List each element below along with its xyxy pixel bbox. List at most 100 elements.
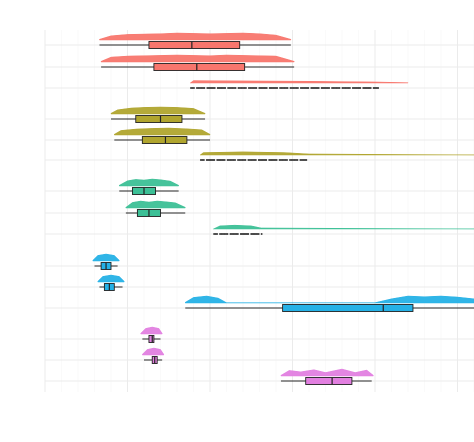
point-g0-r2 xyxy=(306,87,308,89)
point-g0-r2 xyxy=(227,87,229,89)
point-g1-r2 xyxy=(237,159,239,161)
point-g1-r2 xyxy=(238,159,241,161)
point-g0-r2 xyxy=(251,87,253,89)
point-g1-r2 xyxy=(222,159,224,161)
point-g1-r2 xyxy=(259,159,262,161)
point-g0-r2 xyxy=(343,87,345,89)
point-g0-r2 xyxy=(355,87,357,89)
point-g1-r2 xyxy=(281,159,284,161)
point-g0-r2 xyxy=(237,87,240,89)
point-g0-r2 xyxy=(286,87,289,89)
point-g2-r2 xyxy=(241,233,244,235)
density-g0-r2 xyxy=(189,80,409,84)
box-g4-r2 xyxy=(305,377,353,385)
point-g0-r2 xyxy=(346,87,348,89)
point-g0-r2 xyxy=(311,87,314,89)
box-g1-r0 xyxy=(135,115,183,123)
point-g1-r2 xyxy=(201,159,204,161)
point-g1-r2 xyxy=(234,159,236,161)
point-g1-r2 xyxy=(216,159,219,161)
point-g2-r2 xyxy=(260,233,263,235)
density-g2-r1 xyxy=(125,200,186,209)
point-g1-r2 xyxy=(228,159,230,161)
point-g0-r2 xyxy=(331,87,333,89)
point-g2-r2 xyxy=(220,233,223,235)
point-g1-r2 xyxy=(253,159,256,161)
density-g4-r2 xyxy=(280,368,374,377)
density-g3-r2 xyxy=(185,295,474,304)
point-g0-r2 xyxy=(363,87,366,89)
point-g0-r2 xyxy=(259,87,262,89)
point-g0-r2 xyxy=(289,87,292,89)
point-g1-r2 xyxy=(260,159,263,161)
point-g2-r2 xyxy=(243,233,245,235)
point-g0-r2 xyxy=(221,87,223,89)
density-g1-r1 xyxy=(114,127,211,136)
point-g1-r2 xyxy=(206,159,208,161)
density-g4-r0 xyxy=(140,326,163,335)
density-g1-r2 xyxy=(199,151,474,156)
point-g0-r2 xyxy=(304,87,307,89)
box-g1-r1 xyxy=(141,136,188,144)
point-g0-r2 xyxy=(375,87,378,89)
point-g0-r2 xyxy=(368,87,370,89)
point-g0-r2 xyxy=(209,87,212,89)
point-g2-r2 xyxy=(240,233,242,235)
point-g1-r2 xyxy=(293,159,296,161)
point-g1-r2 xyxy=(209,159,211,161)
point-g1-r2 xyxy=(290,159,293,161)
point-g0-r2 xyxy=(199,87,201,89)
point-g0-r2 xyxy=(372,87,375,89)
point-g0-r2 xyxy=(285,87,287,89)
point-g0-r2 xyxy=(219,87,222,89)
point-g1-r2 xyxy=(271,159,273,161)
point-g1-r2 xyxy=(296,159,299,161)
point-g1-r2 xyxy=(280,159,282,161)
point-g0-r2 xyxy=(317,87,320,89)
point-g0-r2 xyxy=(322,87,324,89)
point-g2-r2 xyxy=(223,233,226,235)
point-g1-r2 xyxy=(265,159,268,161)
point-g0-r2 xyxy=(213,87,216,89)
point-g0-r2 xyxy=(216,87,219,89)
point-g0-r2 xyxy=(303,87,305,89)
point-g1-r2 xyxy=(220,159,223,161)
point-g1-r2 xyxy=(207,159,210,161)
point-g1-r2 xyxy=(200,159,202,161)
box-g0-r1 xyxy=(153,63,246,71)
point-g1-r2 xyxy=(292,159,294,161)
density-g0-r1 xyxy=(100,54,295,63)
point-g0-r2 xyxy=(326,87,329,89)
point-g0-r2 xyxy=(316,87,319,89)
point-g1-r2 xyxy=(286,159,288,161)
point-g0-r2 xyxy=(362,87,365,89)
point-g0-r2 xyxy=(193,87,195,89)
point-g0-r2 xyxy=(252,87,255,89)
point-g0-r2 xyxy=(190,87,192,89)
point-g0-r2 xyxy=(334,87,336,89)
point-g1-r2 xyxy=(229,159,232,161)
point-g0-r2 xyxy=(271,87,274,89)
point-g0-r2 xyxy=(280,87,283,89)
point-g1-r2 xyxy=(299,159,302,161)
point-g0-r2 xyxy=(313,87,316,89)
point-g2-r2 xyxy=(247,233,250,235)
point-g1-r2 xyxy=(283,159,285,161)
point-g0-r2 xyxy=(282,87,284,89)
point-g1-r2 xyxy=(302,159,305,161)
box-g4-r0 xyxy=(148,335,155,343)
point-g1-r2 xyxy=(240,159,242,161)
point-g0-r2 xyxy=(291,87,293,89)
point-g0-r2 xyxy=(337,87,339,89)
point-g2-r2 xyxy=(235,233,238,235)
point-g0-r2 xyxy=(197,87,200,89)
point-g0-r2 xyxy=(202,87,204,89)
point-g1-r2 xyxy=(269,159,272,161)
density-g2-r2 xyxy=(213,224,474,230)
point-g2-r2 xyxy=(253,233,255,235)
point-g0-r2 xyxy=(369,87,372,89)
point-g0-r2 xyxy=(294,87,296,89)
point-g0-r2 xyxy=(206,87,209,89)
point-g0-r2 xyxy=(358,87,360,89)
point-g2-r2 xyxy=(245,233,248,235)
